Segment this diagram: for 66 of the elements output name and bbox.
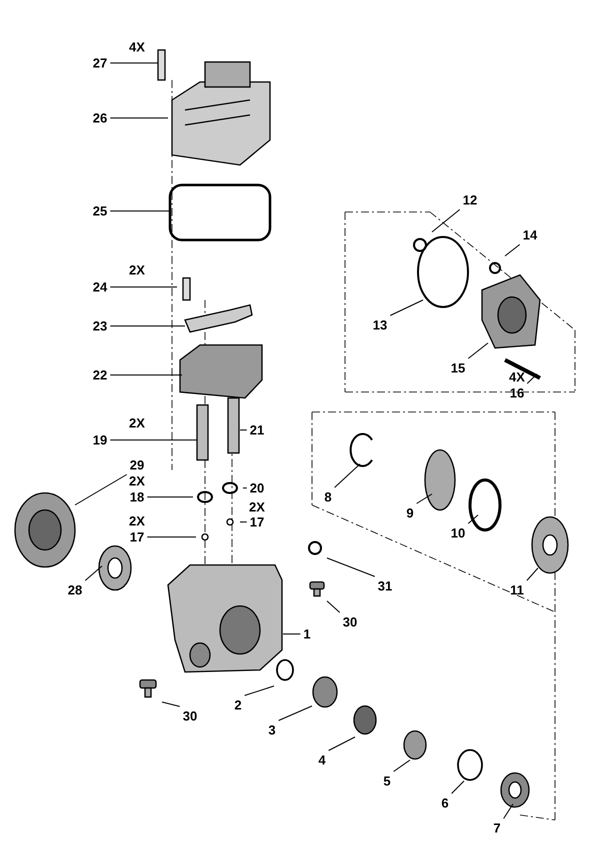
callout-number: 2	[234, 698, 242, 712]
callout-number: 8	[324, 490, 332, 504]
callout-number: 10	[450, 526, 466, 540]
leader-line	[468, 514, 478, 524]
callout-number: 15	[450, 360, 466, 376]
leader-line	[244, 686, 274, 696]
callout-number: 31	[378, 578, 392, 594]
leader-line	[326, 558, 376, 577]
callout-number: 17	[250, 514, 264, 530]
leader-line	[416, 494, 432, 504]
leader-line	[328, 736, 356, 751]
callout-number: 30	[182, 708, 198, 724]
callout-number: 13	[372, 318, 388, 332]
callout-number: 28	[68, 582, 82, 598]
leader-line	[526, 374, 538, 384]
leader-line	[74, 474, 128, 506]
quantity-label: 2X	[129, 262, 145, 278]
leader-line	[503, 804, 514, 819]
callout-number: 9	[406, 506, 414, 520]
callout-number: 22	[92, 368, 108, 382]
callout-number: 29	[130, 458, 144, 472]
callout-number: 1	[303, 626, 311, 642]
leader-line	[393, 760, 410, 772]
leader-line	[162, 702, 180, 707]
callout-number: 4	[318, 752, 326, 768]
callout-number: 5	[383, 774, 391, 788]
callout-number: 18	[130, 490, 144, 504]
callout-number: 21	[250, 422, 264, 438]
callout-number: 23	[92, 318, 108, 334]
leader-line	[146, 496, 194, 498]
callout-number: 26	[92, 110, 108, 126]
leader-line	[390, 300, 424, 316]
leader-line	[84, 566, 102, 581]
leader-line	[110, 62, 158, 64]
leader-line	[468, 342, 488, 359]
quantity-label: 2X	[129, 474, 145, 488]
quantity-label: 4X	[509, 370, 525, 384]
quantity-label: 2X	[129, 514, 145, 528]
quantity-label: 2X	[129, 416, 145, 430]
callout-number: 24	[92, 280, 108, 294]
callout-number: 7	[493, 820, 501, 836]
leader-line	[326, 600, 340, 613]
quantity-label: 2X	[249, 500, 265, 514]
leader-line	[504, 244, 520, 256]
callout-number: 16	[510, 386, 524, 400]
quantity-label: 4X	[129, 40, 145, 54]
leader-line	[110, 374, 182, 376]
callout-number: 14	[522, 228, 538, 242]
leader-line	[432, 209, 460, 232]
leader-line	[278, 706, 312, 721]
callout-number: 27	[92, 56, 108, 70]
callout-number: 12	[462, 192, 478, 208]
callout-number: 11	[510, 582, 524, 598]
callout-number: 3	[268, 722, 276, 738]
callout-number: 17	[130, 530, 144, 544]
callout-number: 19	[92, 432, 108, 448]
callout-number: 30	[342, 614, 358, 630]
leader-line	[451, 780, 464, 794]
callout-number: 25	[92, 204, 108, 218]
leader-line	[334, 464, 360, 488]
leader-line	[146, 536, 196, 538]
leader-line	[110, 286, 178, 288]
callout-number: 20	[250, 480, 264, 496]
leader-line	[526, 568, 538, 581]
callout-number: 6	[441, 796, 449, 810]
leader-line	[110, 210, 170, 212]
